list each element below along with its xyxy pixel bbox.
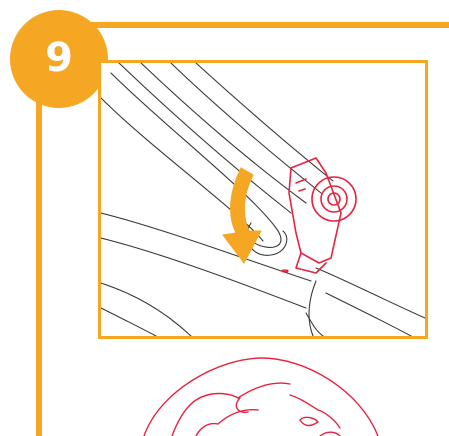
zoom-detail-art <box>0 350 449 436</box>
step-badge: 9 <box>10 10 108 108</box>
latch-icon <box>283 158 356 273</box>
top-rule <box>60 22 449 28</box>
frame-tubes <box>101 63 425 336</box>
detail-illustration-panel <box>98 60 428 339</box>
zoom-detail-circle <box>0 350 449 436</box>
curved-arrow-icon <box>223 168 261 263</box>
detail-illustration <box>101 63 425 336</box>
step-number: 9 <box>45 38 73 78</box>
